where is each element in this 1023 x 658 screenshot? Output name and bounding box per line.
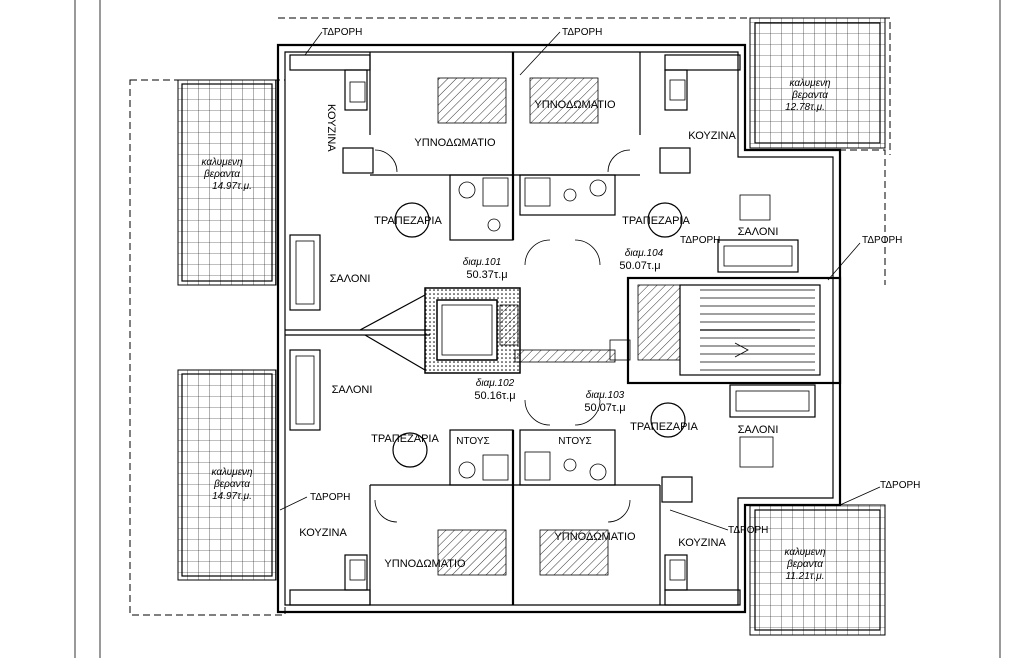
veranda-area: 11.21τ.μ. [785, 571, 824, 582]
drain-labels: ΤΔΡΟΡΗ ΤΔΡΟΡΗ ΤΔΡΟΡΗ ΤΔΡΟΡΗ ΤΔΡΟΡΗ ΤΔΡΟΡ… [279, 27, 920, 536]
apartment-name: διαμ.102 [476, 378, 515, 389]
room-label-dining: ΤΡΑΠΕΖΑΡΙΑ [622, 215, 690, 227]
room-label-kitchen: ΚΟΥΖΙΝΑ [325, 104, 337, 152]
apartment-area: 50.07τ.μ [584, 402, 625, 414]
door-swings [374, 149, 631, 523]
room-label-shower: ΝΤΟΥΣ [456, 436, 489, 447]
drain-label: ΤΔΡΟΡΗ [322, 27, 362, 38]
drain-label: ΤΔΡΟΡΗ [680, 235, 720, 246]
room-label-kitchen: ΚΟΥΖΙΝΑ [688, 130, 736, 142]
core [359, 276, 842, 385]
veranda-label-1: καλυμενη [201, 157, 243, 168]
veranda-bottom-right: καλυμενη βεραντα 11.21τ.μ. [749, 504, 886, 636]
apartment-name: διαμ.101 [463, 257, 501, 268]
room-label-dining: ΤΡΑΠΕΖΑΡΙΑ [630, 421, 698, 433]
apartment-labels: διαμ.101 50.37τ.μ διαμ.104 50.07τ.μ διαμ… [463, 248, 664, 414]
veranda-label-1: καλυμενη [211, 467, 253, 478]
veranda-label-2: βεραντα [786, 559, 823, 570]
veranda-label-1: καλυμενη [784, 547, 826, 558]
room-label-bedroom: ΥΠΝΟΔΩΜΑΤΙΟ [554, 531, 636, 543]
room-label-living: ΣΑΛΟΝΙ [738, 424, 779, 436]
room-label-kitchen: ΚΟΥΖΙΝΑ [299, 527, 347, 539]
veranda-label-2: βεραντα [203, 169, 240, 180]
veranda-label-2: βεραντα [791, 90, 828, 101]
apartment-name: διαμ.104 [625, 248, 664, 259]
dining-tables [392, 202, 686, 468]
veranda-area: 12.78τ.μ. [785, 102, 825, 113]
drain-label: ΤΔΡΟΡΗ [562, 27, 602, 38]
bathroom-fixtures [349, 79, 686, 581]
room-label-bedroom: ΥΠΝΟΔΩΜΑΤΙΟ [534, 99, 616, 111]
drain-label: ΤΔΡΟΡΗ [728, 525, 768, 536]
drain-label: ΤΔΡΟΡΗ [880, 480, 920, 491]
veranda-area: 14.97τ.μ. [212, 181, 252, 192]
room-label-bedroom: ΥΠΝΟΔΩΜΑΤΙΟ [384, 558, 466, 570]
room-label-living: ΣΑΛΟΝΙ [332, 384, 373, 396]
room-label-bedroom: ΥΠΝΟΔΩΜΑΤΙΟ [414, 137, 496, 149]
apartment-area: 50.07τ.μ [619, 260, 660, 272]
veranda-bottom-left: καλυμενη βεραντα 14.97τ.μ. [177, 369, 277, 581]
apartment-area: 50.16τ.μ [474, 390, 515, 402]
sofas [289, 194, 816, 468]
veranda-top-left: καλυμενη βεραντα 14.97τ.μ. [177, 79, 277, 286]
veranda-top-right: καλυμενη βεραντα 12.78τ.μ. [749, 17, 886, 149]
apartment-area: 50.37τ.μ [466, 269, 507, 281]
beds [437, 77, 609, 576]
room-labels: ΚΟΥΖΙΝΑ ΥΠΝΟΔΩΜΑΤΙΟ ΥΠΝΟΔΩΜΑΤΙΟ ΚΟΥΖΙΝΑ … [299, 99, 778, 570]
room-label-living: ΣΑΛΟΝΙ [330, 273, 371, 285]
apartment-name: διαμ.103 [586, 390, 625, 401]
room-label-kitchen: ΚΟΥΖΙΝΑ [678, 537, 726, 549]
room-label-dining: ΤΡΑΠΕΖΑΡΙΑ [374, 215, 442, 227]
room-label-living: ΣΑΛΟΝΙ [738, 226, 779, 238]
room-label-shower: ΝΤΟΥΣ [558, 436, 591, 447]
drain-label: ΤΔΡΟΡΗ [310, 492, 350, 503]
veranda-label-1: καλυμενη [789, 78, 831, 89]
sheet-frame [74, 0, 1001, 658]
veranda-area: 14.97τ.μ. [212, 491, 252, 502]
drain-label: ΤΔΡΟΡΗ [862, 235, 902, 246]
room-label-dining: ΤΡΑΠΕΖΑΡΙΑ [371, 433, 439, 445]
veranda-label-2: βεραντα [213, 479, 250, 490]
